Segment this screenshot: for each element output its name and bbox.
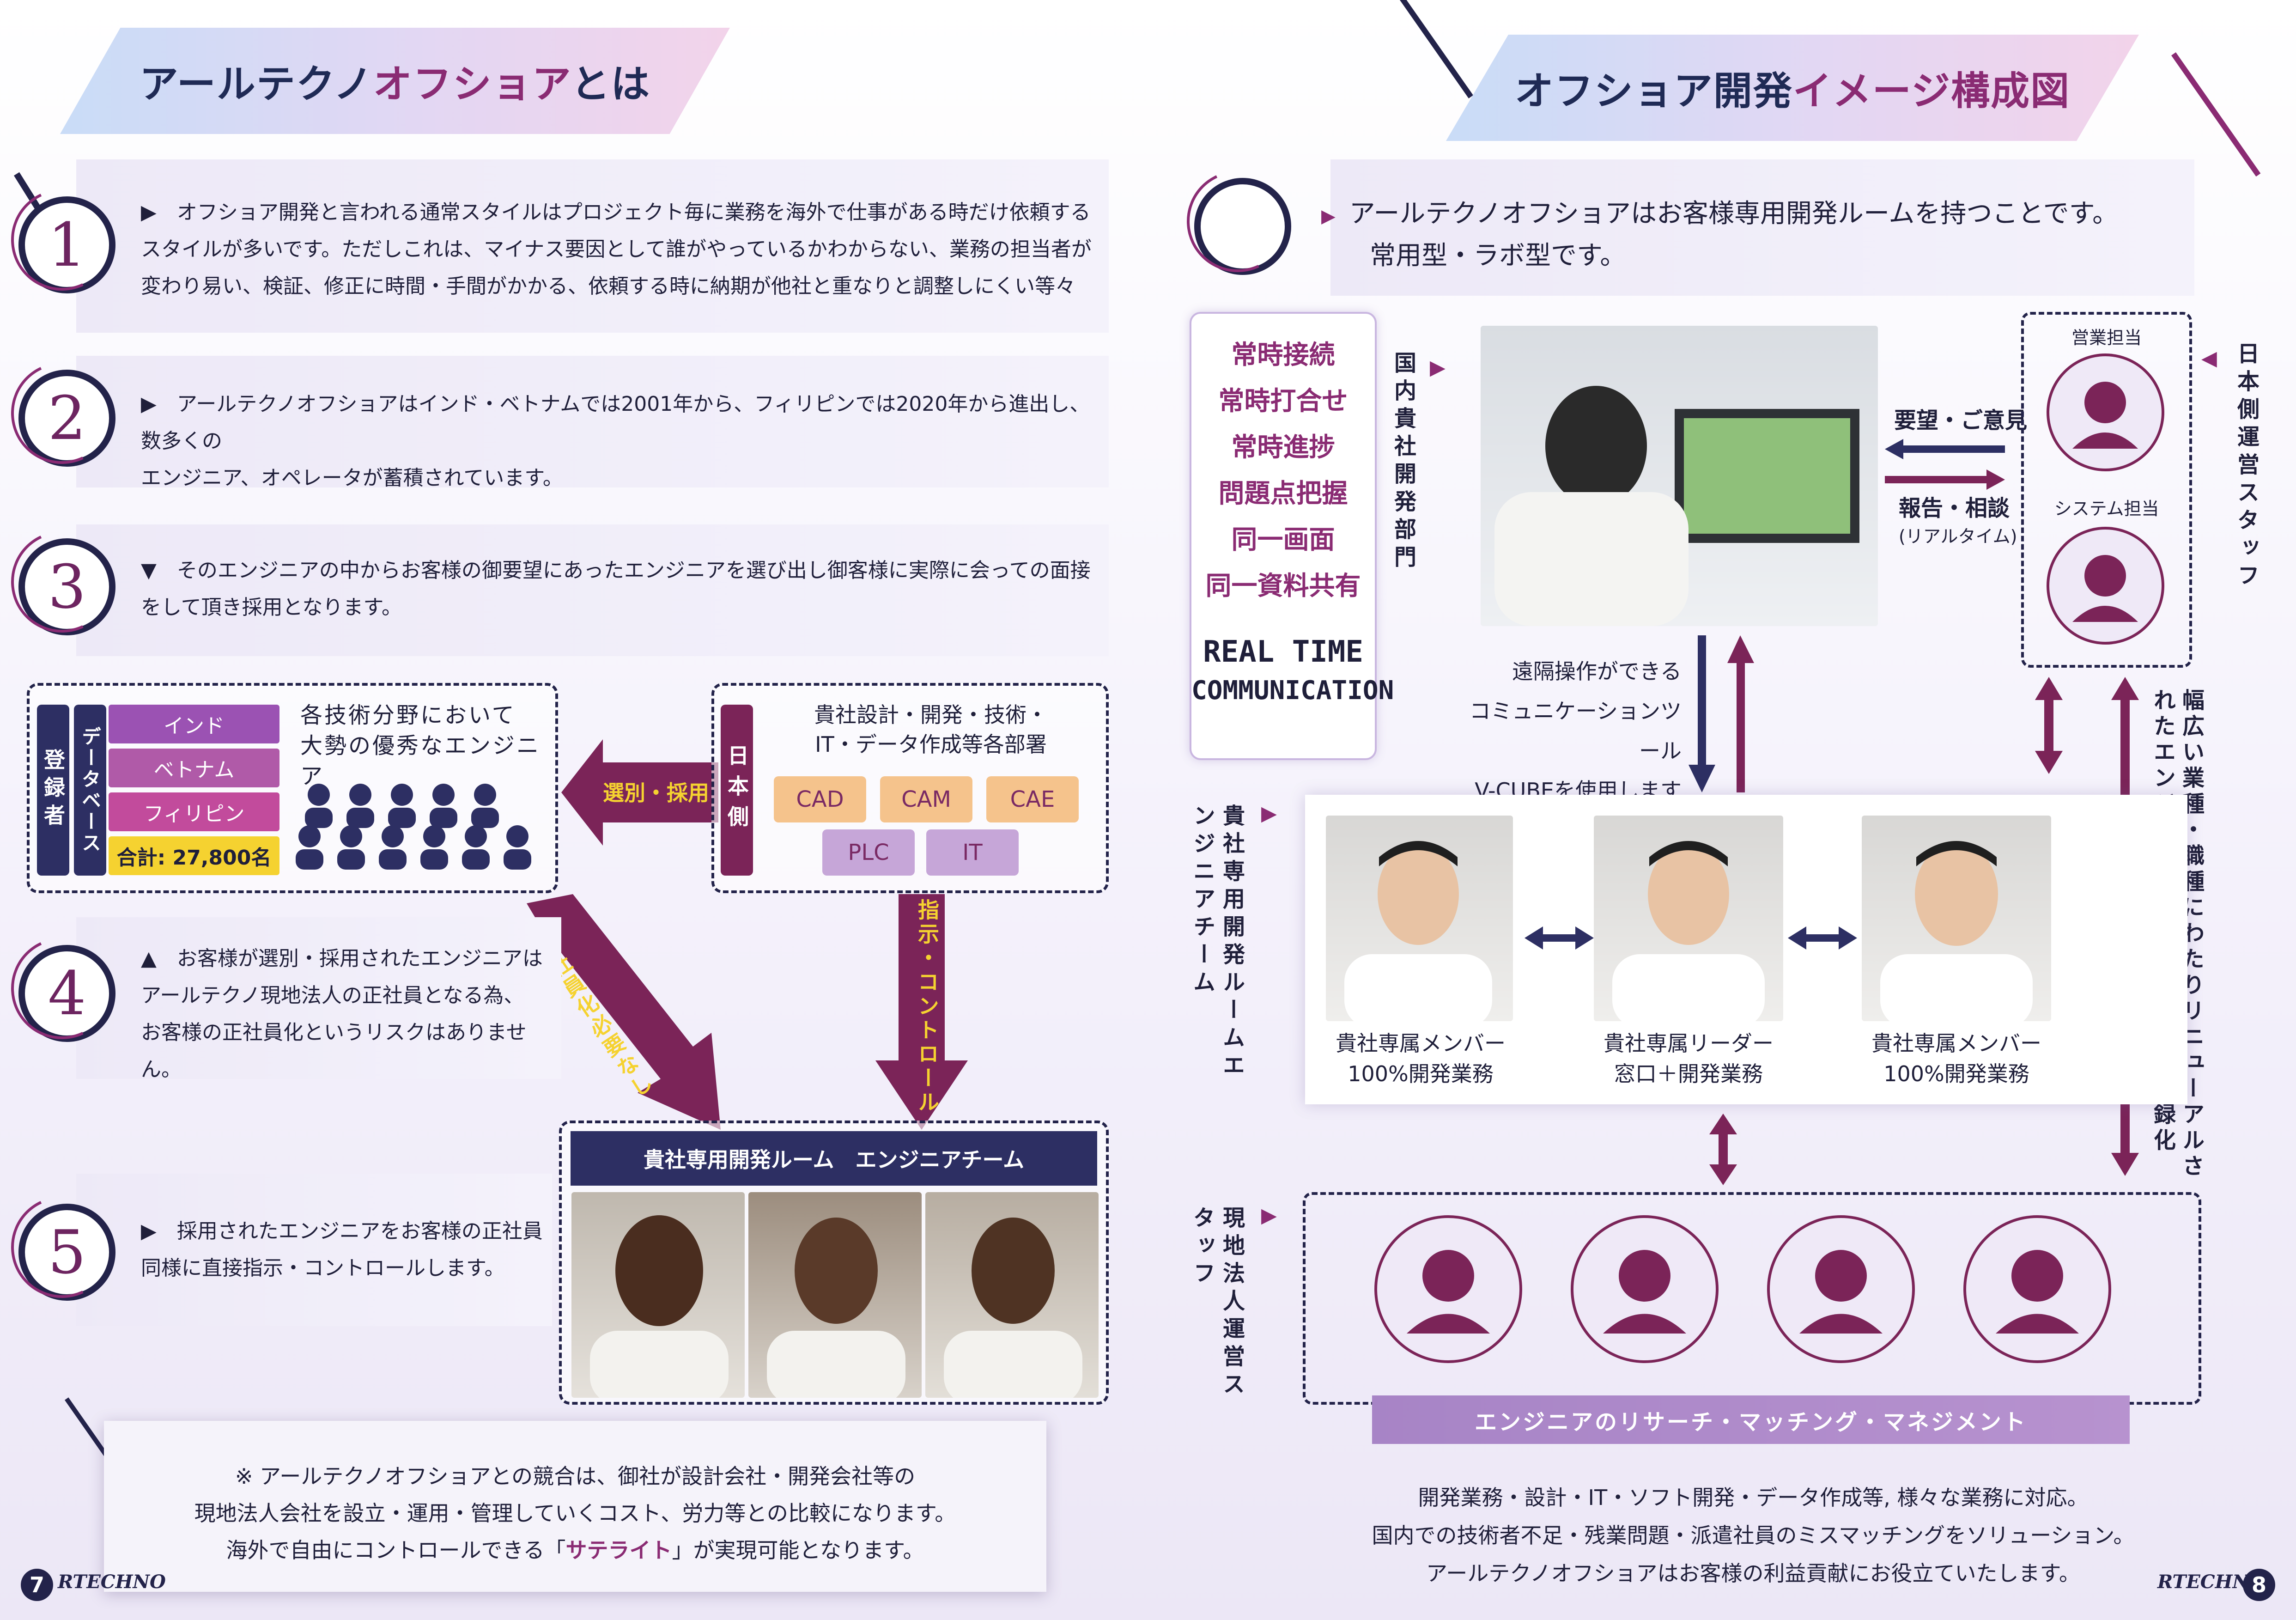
dev-room-pointer-icon: ▶ (1261, 802, 1277, 825)
intro-band (1330, 159, 2194, 296)
point-band-5 (76, 1174, 552, 1326)
page-number-left: 7 (21, 1569, 53, 1601)
database-label: データベース (74, 705, 106, 876)
dept-it: IT (926, 829, 1019, 876)
intro-badge (1194, 178, 1291, 275)
sales-avatar-icon (2047, 353, 2164, 471)
number-badge-4: 4 (18, 945, 115, 1042)
point-text-2: ▶ アールテクノオフショアはインド・ベトナムでは2001年から、フィリピンでは2… (141, 392, 1090, 490)
office-photo (1481, 326, 1878, 626)
team-title-bar: 貴社専用開発ルーム エンジニアチーム (571, 1131, 1097, 1186)
dept-cad: CAD (774, 776, 866, 822)
local-staff-avatar-icon (1767, 1215, 1915, 1363)
rtechno-logo-left: RTECHNO (58, 1571, 166, 1593)
point-band-4 (76, 917, 561, 1079)
registrant-total: 合計: 27,800名 (109, 836, 279, 875)
japan-staff-label: 日本側運営スタッフ (2233, 342, 2259, 591)
page-number-right: 8 (2243, 1569, 2275, 1601)
dev-room-label: 貴社専用開発ルームエンジニアチーム (1189, 804, 1245, 1081)
member-photo-3 (1862, 816, 2051, 1021)
report-label: 報告・相談 (1899, 495, 2010, 521)
room-local-arrow (1709, 1114, 1737, 1185)
engineer-photo-3 (925, 1192, 1099, 1398)
member-link-arrow-1 (1525, 926, 1594, 950)
system-avatar-icon (2047, 527, 2164, 645)
engineer-group-icon (296, 784, 531, 870)
point-band-3 (76, 524, 1109, 656)
number-badge-2: 2 (18, 370, 115, 467)
sales-label: 営業担当 (2071, 328, 2142, 348)
right-title-banner: オフショア開発イメージ構成図 (1446, 35, 2139, 141)
member-photo-2 (1594, 816, 1783, 1021)
member-caption-2: 貴社専属リーダー窓口＋開発業務 (1604, 1031, 1774, 1086)
features-panel: 常時接続 常時打合せ 常時進捗 問題点把握 同一画面 同一資料共有 REAL T… (1190, 312, 1394, 760)
no-fulltime-arrow-shape (527, 894, 721, 1130)
remote-tool-text: 遠隔操作ができる コミュニケーションツール V-CUBEを使用します (1469, 659, 1682, 803)
member-link-arrow-2 (1788, 926, 1857, 950)
left-page-title: アールテクノオフショアとは (139, 61, 651, 107)
point-text-1: ▶ オフショア開発と言われる通常スタイルはプロジェクト毎に業務を海外で仕事がある… (141, 201, 1092, 298)
point-band-1 (76, 159, 1109, 333)
exchange-arrows (1885, 439, 2005, 490)
japan-staff-box (2021, 312, 2192, 668)
local-staff-pointer-icon: ▶ (1261, 1204, 1277, 1227)
engineer-photo-1 (571, 1192, 745, 1398)
dept-cae: CAE (986, 776, 1079, 822)
number-badge-1: 1 (18, 196, 115, 293)
dept-plc: PLC (822, 829, 915, 876)
select-arrow-shape (561, 739, 718, 846)
select-adopt-label: 選別・採用 (603, 780, 709, 805)
request-label: 要望・ご意見 (1894, 408, 2028, 433)
direct-control-arrow-shape (875, 894, 968, 1130)
vcube-arrows (1689, 635, 1754, 792)
engineer-description: 各技術分野において大勢の優秀なエンジニア (300, 702, 541, 789)
research-matching-bar: エンジニアのリサーチ・マッチング・マネジメント (1372, 1395, 2130, 1444)
system-label: システム担当 (2054, 499, 2159, 519)
local-staff-label: 現地法人運営スタッフ (1189, 1206, 1245, 1400)
dept-cam: CAM (880, 776, 972, 822)
japan-side-label: 日本側 (721, 705, 753, 876)
registrant-label: 登録者 (37, 705, 69, 876)
point-text-3: ▼ そのエンジニアの中からお客様の御要望にあったエンジニアを選び出し御客様に実際… (141, 559, 1091, 619)
point-text-5: ▶ 採用されたエンジニアをお客様の正社員同様に直接指示・コントロールします。 (141, 1219, 543, 1280)
country-vietnam: ベトナム (109, 749, 279, 787)
point-text-4: ▲ お客様が選別・採用されたエンジニアはアールテクノ現地法人の正社員となる為、お… (141, 947, 543, 1081)
number-badge-5: 5 (18, 1204, 115, 1301)
japan-departments-title: 貴社設計・開発・技術・IT・データ作成等各部署 (814, 702, 1048, 757)
domestic-pointer-icon: ▶ (1430, 356, 1446, 379)
closing-text: 開発業務・設計・IT・ソフト開発・データ作成等, 様々な業務に対応。 国内での技… (1372, 1485, 2135, 1586)
japan-staff-pointer-icon: ◀ (2201, 347, 2217, 370)
direct-control-label: 指示・コントロール (915, 899, 940, 1115)
local-staff-avatar-icon (1963, 1215, 2111, 1363)
country-india: インド (109, 705, 279, 743)
competition-note: ※ アールテクノオフショアとの競合は、御社が設計会社・開発会社等の 現地法人会社… (104, 1421, 1046, 1592)
intro-text: ▶アールテクノオフショアはお客様専用開発ルームを持つことです。 常用型・ラボ型で… (1321, 199, 2119, 271)
point-band-2 (76, 356, 1109, 487)
domestic-dept-label: 国内貴社開発部門 (1390, 351, 1416, 573)
local-staff-avatar-icon (1374, 1215, 1522, 1363)
staff-db-arrow (2035, 677, 2063, 774)
engineer-photo-2 (748, 1192, 922, 1398)
country-philippines: フィリピン (109, 792, 279, 831)
report-sub-label: (リアルタイム) (1899, 526, 2017, 547)
member-photo-1 (1326, 816, 1513, 1021)
number-badge-3: 3 (18, 538, 115, 635)
left-title-banner: アールテクノオフショアとは (60, 28, 730, 134)
local-staff-avatar-icon (1571, 1215, 1719, 1363)
right-page-title: オフショア開発イメージ構成図 (1514, 68, 2071, 114)
